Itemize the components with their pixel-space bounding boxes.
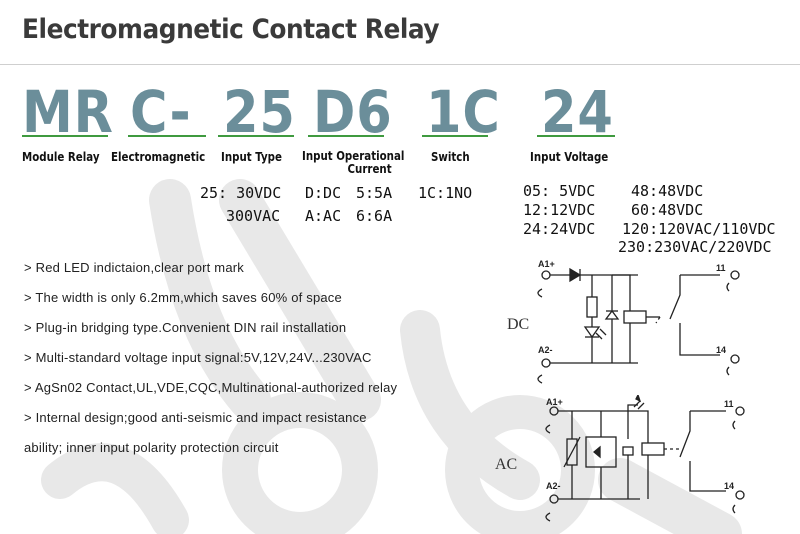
code-underline-25 <box>218 135 294 137</box>
opt-voltage-05: 05: 5VDC <box>523 182 596 200</box>
dc-t11-label: 11 <box>716 263 726 273</box>
code-25: 25 <box>223 78 296 146</box>
code-underline-d6 <box>308 135 384 137</box>
code-underline-c <box>128 135 206 137</box>
ac-t11-label: 11 <box>724 399 734 409</box>
opt-voltage-48: 48:48VDC <box>631 182 704 200</box>
feature-item: > The width is only 6.2mm,which saves 60… <box>24 290 342 305</box>
opt-operational-1: 5:5A <box>356 184 393 202</box>
code-underline-mr <box>22 135 108 137</box>
feature-item: > Plug-in bridging type.Convenient DIN r… <box>24 320 347 335</box>
opt-voltage-24: 24:24VDC <box>523 220 596 238</box>
opt-input-current-2: A:AC <box>305 207 342 225</box>
code-1c: 1C <box>426 78 501 146</box>
label-module-relay: Module Relay <box>22 149 100 164</box>
title-divider <box>0 64 800 65</box>
code-d6: D6 <box>313 78 393 146</box>
code-underline-1c <box>422 135 488 137</box>
label-input-voltage: Input Voltage <box>530 149 609 164</box>
code-mr: MR <box>22 78 114 146</box>
code-24: 24 <box>541 78 614 146</box>
feature-item: > Red LED indictaion,clear port mark <box>24 260 244 275</box>
feature-item: > AgSn02 Contact,UL,VDE,CQC,Multinationa… <box>24 380 398 395</box>
opt-switch-1: 1C:1NO <box>418 184 473 202</box>
opt-voltage-230: 230:230VAC/220VDC <box>618 238 772 256</box>
page-title: Electromagnetic Contact Relay <box>22 14 440 45</box>
feature-item: > Internal design;good anti-seismic and … <box>24 410 367 425</box>
label-electromagnetic: Electromagnetic <box>111 149 206 164</box>
label-input-type: Input Type <box>221 149 282 164</box>
dc-t14-label: 14 <box>716 345 726 355</box>
opt-input-type-1: 25: 30VDC <box>200 184 282 202</box>
dc-label: DC <box>507 316 530 333</box>
opt-voltage-120: 120:120VAC/110VDC <box>622 220 776 238</box>
opt-voltage-60: 60:48VDC <box>631 201 704 219</box>
dc-circuit-diagram: A1+ A2- 11 14 <box>537 259 740 384</box>
label-switch: Switch <box>431 149 470 164</box>
label-input-operational-current: Input Operational Current <box>302 148 405 176</box>
dc-a2-label: A2- <box>538 345 553 355</box>
opt-input-type-2: 300VAC <box>226 207 281 225</box>
ac-circuit-diagram: A1+ A2- 11 14 <box>545 395 745 522</box>
opt-operational-2: 6:6A <box>356 207 393 225</box>
ac-t14-label: 14 <box>724 481 734 491</box>
code-c: C- <box>130 78 192 146</box>
feature-item: ability; inner input polarity protection… <box>24 440 279 455</box>
ac-a1-label: A1+ <box>546 397 563 407</box>
ac-a2-label: A2- <box>546 481 561 491</box>
code-underline-24 <box>537 135 615 137</box>
feature-item: > Multi-standard voltage input signal:5V… <box>24 350 372 365</box>
opt-input-current-1: D:DC <box>305 184 342 202</box>
ac-label: AC <box>495 456 518 473</box>
opt-voltage-12: 12:12VDC <box>523 201 596 219</box>
dc-a1-label: A1+ <box>538 259 555 269</box>
